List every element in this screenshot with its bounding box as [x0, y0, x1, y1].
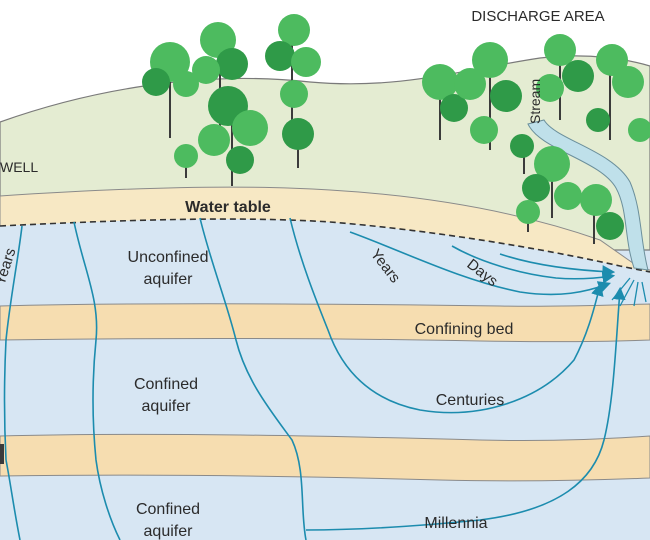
discharge-point-arrows: [611, 277, 647, 307]
millennia-label: Millennia: [424, 515, 487, 532]
confined-aquifer-1-label-line1: Confined: [134, 376, 198, 393]
confining-bed-lower: [0, 433, 650, 482]
well-casing-marker: [0, 444, 4, 464]
tree-cluster-left: [142, 14, 321, 186]
tree-icon: [510, 134, 534, 174]
tree-icon: [580, 184, 624, 244]
confined-aquifer-2-label-line1: Confined: [136, 501, 200, 518]
flow-line: [73, 221, 121, 540]
flow-line: [305, 286, 626, 531]
flow-line: [199, 217, 307, 540]
tree-icon: [522, 146, 582, 218]
tree-icon: [282, 118, 314, 168]
well-label: WELL: [0, 159, 38, 175]
tree-icon: [198, 86, 268, 186]
flow-line: [499, 253, 616, 278]
tree-icon: [536, 34, 594, 120]
tree-icon: [174, 144, 198, 178]
flow-lines: [3, 217, 626, 540]
flow-line: [349, 231, 612, 296]
confined-aquifer-1-label-line2: aquifer: [142, 398, 192, 415]
centuries-label: Centuries: [436, 392, 504, 409]
flow-line: [289, 217, 604, 414]
tree-icon: [516, 200, 540, 232]
unconfined-aquifer-label-line2: aquifer: [144, 271, 194, 288]
stream-channel: [527, 119, 649, 271]
flow-line: [5, 225, 23, 341]
confined-aquifer-2-label-line2: aquifer: [144, 523, 194, 540]
tree-icon: [586, 44, 650, 142]
confining-bed-label: Confining bed: [415, 321, 514, 338]
tree-icon: [454, 42, 522, 150]
flow-line: [3, 339, 7, 461]
discharge-area-label: DISCHARGE AREA: [471, 8, 604, 25]
stream-label: Stream: [527, 79, 543, 124]
water-table-line: [0, 218, 650, 273]
tree-icon: [265, 14, 321, 140]
tree-icon: [142, 42, 199, 138]
tree-icon: [422, 64, 468, 140]
flow-line: [451, 245, 616, 284]
tree-cluster-right: [422, 34, 650, 244]
unconfined-aquifer-label-line1: Unconfined: [128, 249, 209, 266]
flow-line: [5, 459, 21, 540]
water-table-label: Water table: [185, 199, 271, 216]
